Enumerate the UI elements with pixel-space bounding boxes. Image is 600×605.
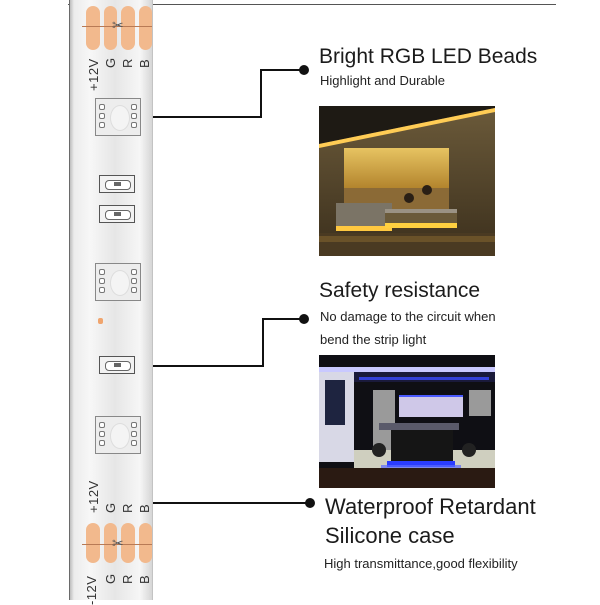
solder-pad xyxy=(121,523,135,563)
connector-line xyxy=(153,116,262,118)
resistor xyxy=(99,205,135,223)
resistor xyxy=(99,356,135,374)
feature-title-safety: Safety resistance xyxy=(319,279,481,302)
feature-subtitle-safety-line2: bend the strip light xyxy=(320,332,427,347)
feature-title-waterproof-line2: Silicone case xyxy=(325,523,455,548)
marker-dot xyxy=(98,318,103,324)
feature-subtitle-safety-line1: No damage to the circuit when xyxy=(320,309,496,324)
solder-pad xyxy=(138,523,152,563)
pin-label-12v-bottom: -12V xyxy=(84,575,99,605)
pin-label-r-bottom: R xyxy=(120,574,135,584)
pin-label-g-top: G xyxy=(103,57,118,68)
solder-pad xyxy=(86,523,100,563)
solder-pads-bottom xyxy=(86,523,152,563)
connector-line xyxy=(153,502,308,504)
pin-label-g-bottom: G xyxy=(103,573,118,584)
solder-pad xyxy=(103,6,117,50)
solder-pad xyxy=(138,6,152,50)
connector-dot xyxy=(305,498,315,508)
kitchen-island-image xyxy=(319,355,495,488)
resistor xyxy=(99,175,135,193)
reception-desk-image xyxy=(319,106,495,256)
connector-dot xyxy=(299,314,309,324)
feature-subtitle-waterproof: High transmittance,good flexibility xyxy=(324,556,518,571)
pin-label-12v-top: +12V xyxy=(86,58,101,91)
pin-label-r-mid: R xyxy=(120,503,135,513)
solder-pad xyxy=(121,6,135,50)
scissors-icon: ✂ xyxy=(112,535,124,551)
photo-reception-desk xyxy=(319,106,495,256)
solder-pad xyxy=(103,523,117,563)
led-chip xyxy=(95,98,141,136)
feature-title-led-beads: Bright RGB LED Beads xyxy=(319,45,538,68)
connector-line xyxy=(153,365,264,367)
pin-label-r-top: R xyxy=(120,58,135,68)
led-chip xyxy=(95,416,141,454)
solder-pads-top xyxy=(86,6,152,50)
led-chip xyxy=(95,263,141,301)
connector-dot xyxy=(299,65,309,75)
connector-line xyxy=(262,318,304,320)
feature-title-waterproof-line1: Waterproof Retardant xyxy=(325,494,536,519)
pin-label-b-bottom: B xyxy=(137,574,152,584)
pin-label-12v-mid: +12V xyxy=(86,480,101,513)
cut-line-bottom xyxy=(82,544,152,545)
pin-label-g-mid: G xyxy=(103,502,118,513)
feature-subtitle-led-beads: Highlight and Durable xyxy=(320,73,446,88)
connector-line xyxy=(262,318,264,367)
pin-label-b-mid: B xyxy=(137,503,152,513)
connector-line xyxy=(260,69,304,71)
scissors-icon: ✂ xyxy=(112,17,124,33)
connector-line xyxy=(260,69,262,118)
photo-kitchen-island xyxy=(319,355,495,488)
cut-line-top xyxy=(82,26,152,27)
solder-pad xyxy=(86,6,100,50)
pin-label-b-top: B xyxy=(137,58,152,68)
top-divider-line xyxy=(68,4,556,5)
